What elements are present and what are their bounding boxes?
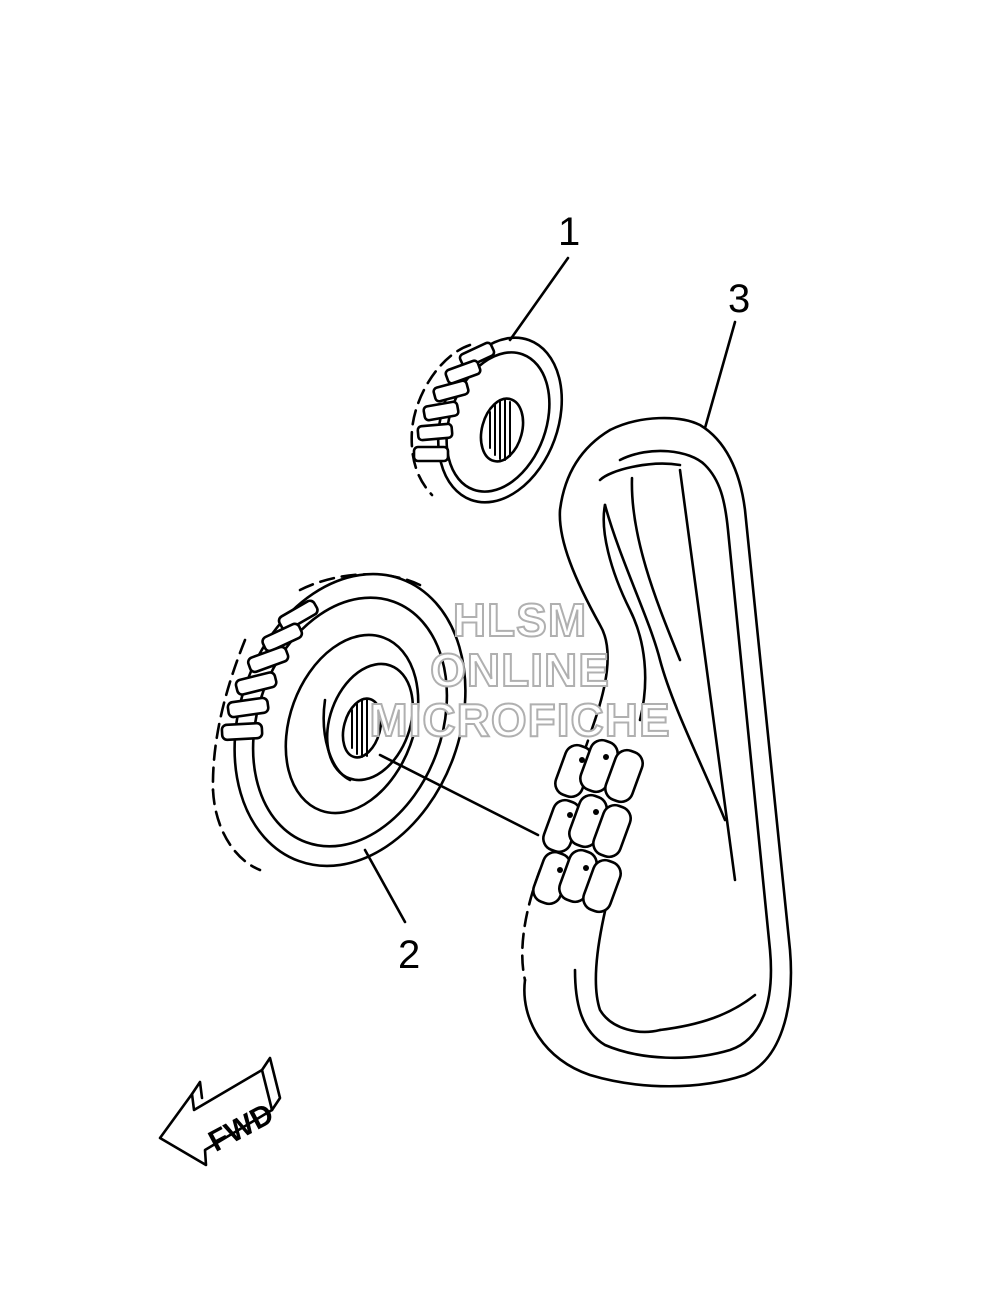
watermark: HLSM ONLINE MICROFICHE (368, 593, 670, 747)
callout-1: 1 (558, 210, 580, 254)
callout-leaders (363, 256, 737, 924)
watermark-line-2: ONLINE (430, 644, 610, 696)
callout-2: 2 (398, 933, 420, 977)
pulley-1-teeth (412, 341, 496, 463)
belt-teeth-mesh (532, 738, 644, 914)
timing-belt (520, 416, 793, 1088)
driven-pulley-large (211, 572, 540, 872)
watermark-line-3: MICROFICHE (369, 694, 670, 746)
callout-3: 3 (728, 277, 750, 321)
watermark-line-1: HLSM (453, 594, 587, 646)
forward-direction-arrow: FWD (158, 1056, 282, 1167)
drive-pulley-small (410, 336, 564, 504)
pulley-2-teeth (220, 599, 319, 742)
